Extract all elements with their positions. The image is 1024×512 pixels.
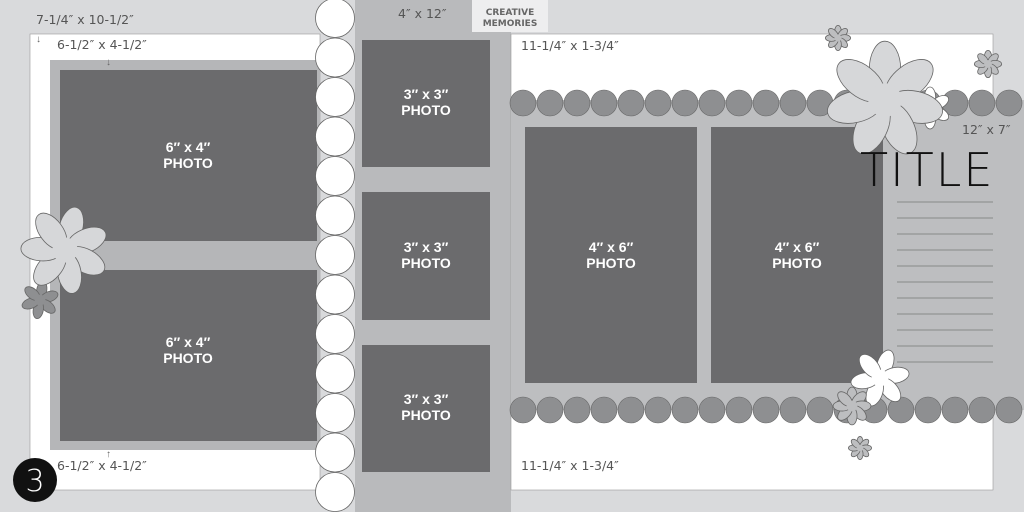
border-circle [315,393,355,433]
flower-icon [973,49,1003,79]
label-mat-left: 7-1/4″ x 10-1/2″ [36,12,134,27]
arrow-up-icon: ↑ [106,449,111,460]
photo-size: 6″ x 4″ [166,139,211,155]
photo-label: PHOTO [772,255,822,271]
border-circle [315,37,355,78]
photo-size: 4″ x 6″ [775,239,820,255]
border-circle [315,472,355,512]
border-circle [644,396,672,424]
photo-size: 4″ x 6″ [589,239,634,255]
border-circle [315,156,355,196]
flower-icon [21,280,59,320]
border-circle [315,235,355,275]
border-circle [315,195,355,236]
photo-label: PHOTO [401,407,451,423]
border-circle [315,432,355,473]
flower-icon [827,40,943,155]
border-circle [590,396,618,424]
label-panel-right: 12″ x 7″ [962,122,1011,137]
border-circle [914,396,942,424]
photo-3x3-1 [362,40,490,167]
logo-line1: CREATIVE [486,8,535,18]
border-circle [315,116,355,157]
border-circle [536,89,564,117]
arrow-icon: ↓ [106,57,111,68]
photo-3x3-3 [362,345,490,472]
border-circle [617,89,645,117]
photo-6x4-top [60,70,317,241]
flower-icon [848,436,872,460]
arrow-icon: ↓ [36,34,41,45]
flower-icon [824,24,852,52]
border-circle [725,396,753,424]
title-text: TITLE [860,143,994,197]
photo-label: PHOTO [163,350,213,366]
border-circle [806,396,834,424]
border-circle [617,396,645,424]
border-circle [509,89,537,117]
journaling-lines [897,201,993,363]
border-circle [315,274,355,315]
photo-size: 6″ x 4″ [166,334,211,350]
photo-4x6-2 [711,127,883,383]
photo-label: PHOTO [401,102,451,118]
border-circle [536,396,564,424]
border-circle [698,396,726,424]
photo-size: 3″ x 3″ [404,391,449,407]
logo-box [472,0,548,32]
photo-4x6-1 [525,127,697,383]
border-circle [315,77,355,117]
border-circle [509,396,537,424]
photo-6x4-bottom [60,270,317,441]
page-number-badge [13,458,57,502]
border-circle [563,89,591,117]
border-circle [752,396,780,424]
label-center-strip: 4″ x 12″ [398,6,447,21]
photo-label: PHOTO [401,255,451,271]
border-circle [671,89,699,117]
border-circle [941,396,969,424]
border-circle [725,89,753,117]
logo-line2: MEMORIES [483,19,538,29]
border-circle [779,89,807,117]
border-circle [698,89,726,117]
border-circle [315,314,355,354]
border-circle [995,89,1023,117]
photo-3x3-2 [362,192,490,320]
photo-size: 3″ x 3″ [404,86,449,102]
border-circle [590,89,618,117]
border-circle [779,396,807,424]
border-circle [968,89,996,117]
label-mat-top: 6-1/2″ x 4-1/2″ [57,37,147,52]
border-circle [752,89,780,117]
border-circle [995,396,1023,424]
photo-label: PHOTO [163,155,213,171]
border-circle [968,396,996,424]
label-border-bottom: 11-1/4″ x 1-3/4″ [521,458,619,473]
photo-size: 3″ x 3″ [404,239,449,255]
flower-icon [20,206,107,294]
page-number: 3 [25,464,44,499]
label-border-top: 11-1/4″ x 1-3/4″ [521,38,619,53]
flower-icon [850,349,910,407]
border-circle [315,353,355,394]
border-circle [315,0,355,38]
border-circle [563,396,591,424]
border-circle [671,396,699,424]
photo-label: PHOTO [586,255,636,271]
label-mat-bottom: 6-1/2″ x 4-1/2″ [57,458,147,473]
border-circle [644,89,672,117]
flower-icon [832,386,872,426]
